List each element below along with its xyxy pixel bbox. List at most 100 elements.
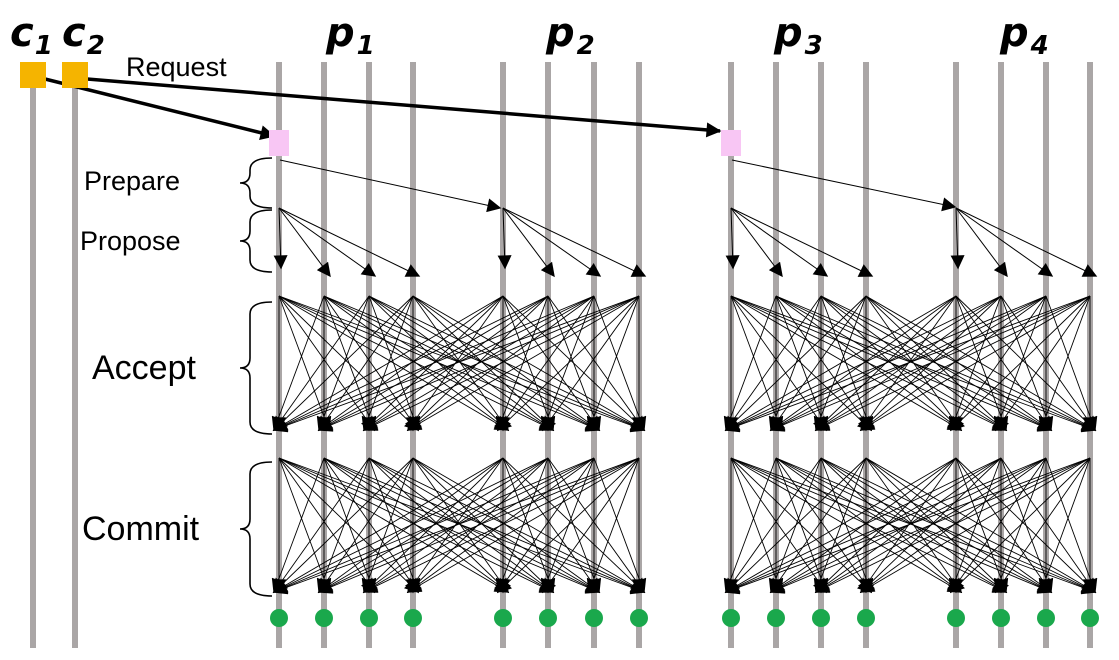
message-arrow — [278, 207, 377, 277]
commit-dot — [722, 609, 740, 627]
message-arrow — [725, 457, 822, 594]
message-arrow — [724, 295, 1091, 433]
commit-dot — [1081, 609, 1099, 627]
message-arrow — [272, 457, 549, 593]
leader-box — [721, 130, 741, 156]
message-arrow — [317, 295, 640, 432]
message-arrow — [412, 295, 601, 431]
commit-dot — [1037, 609, 1055, 627]
message-arrow — [724, 295, 957, 431]
message-arrow — [724, 457, 1047, 594]
message-arrow — [273, 295, 370, 432]
message-arrow — [865, 295, 962, 432]
accept-label: Accept — [92, 349, 196, 387]
message-arrow — [769, 295, 1091, 432]
message-arrow — [955, 207, 1098, 277]
request-label: Request — [126, 52, 227, 82]
commit-dot — [630, 609, 648, 627]
message-arrow — [865, 457, 1097, 593]
message-arrow — [955, 457, 1009, 594]
message-arrow — [271, 457, 325, 594]
message-arrow — [412, 457, 601, 593]
message-arrow — [74, 76, 722, 138]
message-arrow — [496, 457, 640, 593]
message-arrow — [1000, 295, 1054, 432]
message-arrow — [272, 457, 414, 593]
commit-dot — [404, 609, 422, 627]
message-arrow — [955, 457, 1052, 594]
message-arrow — [725, 295, 822, 432]
propose-label: Propose — [80, 226, 181, 256]
message-arrow — [406, 295, 640, 431]
message-arrow — [730, 207, 829, 277]
group-label-p1: p1 — [325, 10, 375, 61]
message-arrow — [724, 457, 1002, 593]
message-arrow — [502, 295, 600, 432]
commit-dot — [360, 609, 378, 627]
message-arrow — [412, 295, 509, 432]
message-arrow — [496, 295, 640, 431]
message-arrow — [593, 457, 647, 594]
message-arrow — [950, 207, 965, 270]
message-arrow — [317, 457, 640, 594]
message-arrow — [865, 295, 1097, 431]
message-arrow — [273, 457, 370, 594]
message-arrow — [769, 457, 1091, 594]
message-arrow — [368, 295, 601, 431]
message-arrow — [1038, 457, 1091, 594]
phase-braces — [239, 157, 273, 597]
commit-dot — [767, 609, 785, 627]
phase-brace — [239, 157, 273, 209]
message-arrow — [412, 295, 646, 431]
client-label-c2: c2 — [62, 10, 105, 61]
message-arrow — [724, 295, 1002, 431]
message-arrow — [730, 207, 874, 277]
phase-brace — [239, 209, 273, 273]
group-label-p2: p2 — [545, 10, 595, 61]
message-arrow — [323, 295, 510, 431]
message-arrow — [272, 457, 504, 593]
client-box-c2 — [62, 62, 88, 88]
group-label-p3: p3 — [773, 10, 823, 61]
commit-dot — [270, 609, 288, 627]
prepare-label: Prepare — [84, 166, 180, 196]
message-arrow — [865, 457, 1053, 593]
message-arrow — [865, 457, 1008, 593]
commit-dot — [315, 609, 333, 627]
message-arrow — [368, 457, 510, 593]
message-arrow — [1045, 295, 1098, 432]
message-arrow — [725, 207, 740, 270]
message-arrow — [955, 207, 1008, 278]
message-arrow — [995, 457, 1091, 594]
leader-box — [269, 130, 289, 156]
message-arrow — [278, 207, 421, 277]
message-arrow — [995, 295, 1091, 432]
commit-label: Commit — [82, 510, 200, 548]
message-arrow — [278, 295, 375, 432]
message-arrow — [955, 295, 1097, 431]
group-label-p4: p4 — [999, 10, 1049, 61]
message-arrow — [820, 457, 963, 593]
message-arrow — [502, 207, 647, 277]
message-arrow — [502, 457, 600, 594]
message-arrow — [272, 457, 595, 594]
message-arrow — [723, 295, 777, 432]
commit-dot — [812, 609, 830, 627]
message-arrow — [724, 457, 867, 593]
message-arrow — [724, 457, 1091, 595]
message-arrow — [586, 295, 640, 432]
message-arrow — [542, 457, 640, 594]
commit-dot — [539, 609, 557, 627]
message-arrow — [502, 207, 602, 277]
message-arrow — [368, 457, 601, 593]
message-arrow — [1038, 295, 1091, 432]
message-arrow — [859, 295, 1091, 431]
message-arrow — [1000, 295, 1096, 432]
message-arrow — [271, 295, 325, 432]
message-arrow — [412, 295, 555, 431]
client-box-c1 — [20, 62, 46, 88]
message-arrow — [272, 295, 640, 433]
message-arrow — [542, 295, 640, 432]
message-arrow — [955, 295, 1009, 432]
message-arrow — [1000, 457, 1054, 594]
